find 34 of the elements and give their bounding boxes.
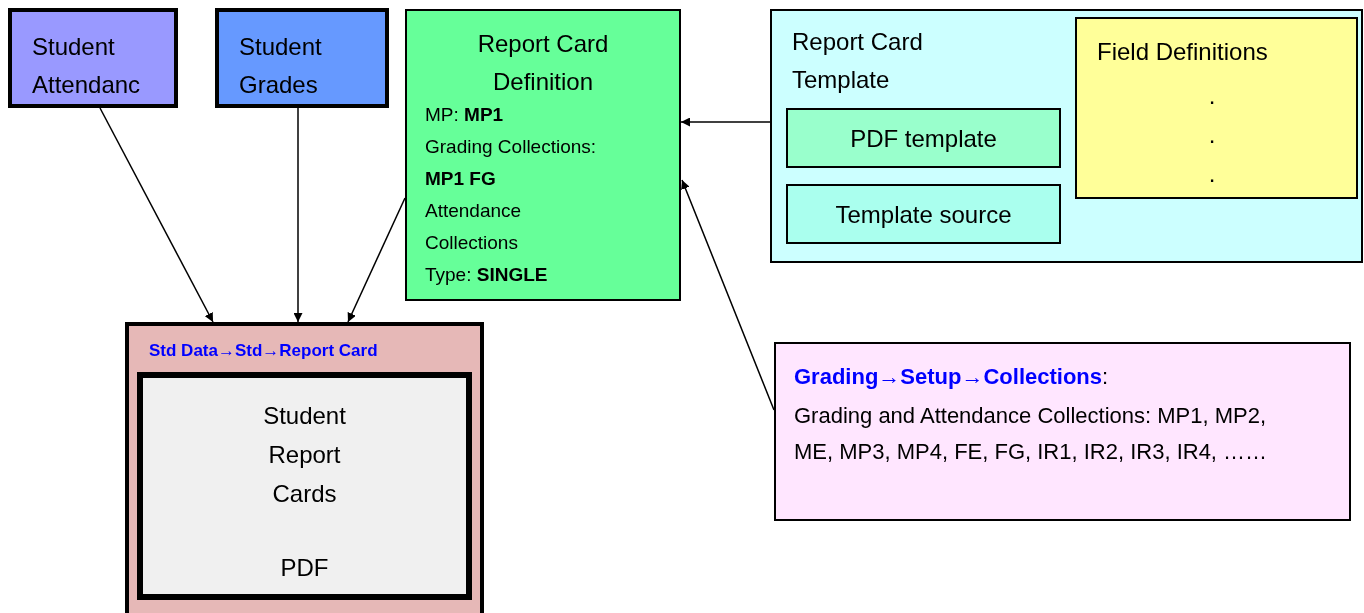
template-part-box bbox=[786, 108, 1061, 168]
label-text: Template source bbox=[834, 200, 1013, 230]
arrow bbox=[99, 107, 214, 323]
label-text: Report Card Template bbox=[792, 27, 924, 95]
template-panel bbox=[770, 9, 1363, 263]
label-text: PDF template bbox=[849, 124, 998, 154]
label-text: Type: SINGLE bbox=[425, 263, 549, 287]
label-text: Grading and Attendance Collections: MP1, MP2, ME, MP3, MP4, FE, FG, IR1, IR2, IR3, IR4, …… bbox=[794, 402, 1269, 466]
label-text: MP: MP1 bbox=[425, 103, 505, 127]
source-box bbox=[8, 8, 178, 108]
output-panel bbox=[125, 322, 484, 613]
label-text: Std Data→Std→Report Card bbox=[149, 340, 379, 362]
label-text: Field Definitions bbox=[1097, 37, 1269, 67]
fields-box bbox=[1075, 17, 1358, 199]
arrow bbox=[681, 179, 775, 411]
report-card-box bbox=[137, 372, 472, 600]
definition-box bbox=[405, 9, 681, 301]
heading-text: Report Card Definition bbox=[476, 29, 610, 97]
template-part-box bbox=[786, 184, 1061, 244]
arrow bbox=[680, 117, 771, 127]
arrow bbox=[347, 197, 406, 323]
dot-text: . bbox=[1207, 81, 1217, 111]
label-text: Grading Collections: MP1 FG bbox=[425, 135, 598, 191]
dot-text: . bbox=[1207, 120, 1217, 150]
label-text: PDF bbox=[279, 553, 330, 583]
heading-text: Grading→Setup→Collections: bbox=[794, 363, 1110, 391]
collections-note-box bbox=[774, 342, 1351, 521]
label-text: Student Grades bbox=[239, 32, 323, 100]
label-text: Attendance Collections bbox=[425, 199, 523, 255]
heading-text: Student Report Cards bbox=[262, 401, 347, 509]
source-box bbox=[215, 8, 389, 108]
label-text: Student Attendanc bbox=[32, 32, 142, 100]
arrow bbox=[293, 107, 303, 323]
dot-text: . bbox=[1207, 159, 1217, 189]
